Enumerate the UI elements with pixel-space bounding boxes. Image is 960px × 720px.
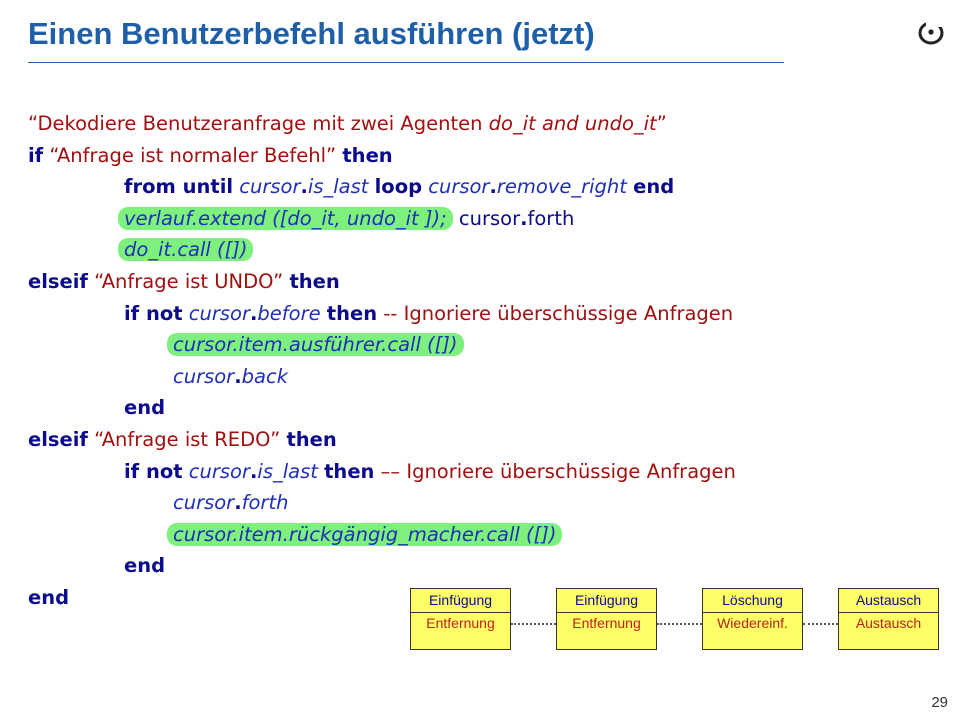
history-item: Löschung Wiedereinf. xyxy=(702,588,803,650)
code-line-1: “Dekodiere Benutzeranfrage mit zwei Agen… xyxy=(28,112,667,135)
slide-title-main: Einen Benutzerbefehl ausführen xyxy=(28,16,504,51)
history-link xyxy=(803,623,838,625)
code-line-6: elseif “Anfrage ist UNDO” then xyxy=(28,269,340,293)
highlight-history-extend: verlauf.extend ([do_it, undo_it ]); xyxy=(118,206,453,230)
highlight-do-it-call: do_it.call ([]) xyxy=(118,238,254,262)
page-number: 29 xyxy=(931,694,948,711)
eiffel-logo-icon xyxy=(918,20,944,45)
code-block: “Dekodiere Benutzeranfrage mit zwei Agen… xyxy=(28,108,948,614)
slide-title: Einen Benutzerbefehl ausführen (jetzt) xyxy=(28,16,595,52)
code-line-2: if “Anfrage ist normaler Befehl” then xyxy=(28,143,393,167)
code-line-7: if not cursor.before then -- Ignoriere ü… xyxy=(124,301,734,325)
highlight-executor-call: cursor.item.ausführer.call ([]) xyxy=(167,333,464,357)
code-line-12: if not cursor.is_last then –– Ignoriere … xyxy=(124,459,736,483)
history-link xyxy=(511,623,556,625)
history-item: Austausch Austausch xyxy=(838,588,939,650)
code-line-11: elseif “Anfrage ist REDO” then xyxy=(28,427,337,451)
history-link xyxy=(657,623,702,625)
slide-title-paren: (jetzt) xyxy=(512,16,595,51)
history-item: Einfügung Entfernung xyxy=(556,588,657,650)
code-line-8: cursor.item.ausführer.call ([]) xyxy=(28,329,948,361)
code-line-13: cursor.forth xyxy=(173,491,289,515)
code-line-10: end xyxy=(124,396,166,420)
code-line-14: cursor.item.rückgängig_macher.call ([]) xyxy=(28,519,948,551)
code-line-4: verlauf.extend ([do_it, undo_it ]); curs… xyxy=(28,203,948,235)
code-line-16: end xyxy=(28,585,70,609)
code-line-15: end xyxy=(124,554,166,578)
history-item: Einfügung Entfernung xyxy=(410,588,511,650)
title-underline xyxy=(28,62,784,63)
code-line-3: from until cursor.is_last loop cursor.re… xyxy=(124,175,675,199)
code-line-5: do_it.call ([]) xyxy=(28,234,948,266)
highlight-undoer-call: cursor.item.rückgängig_macher.call ([]) xyxy=(167,522,563,546)
code-line-9: cursor.back xyxy=(173,364,288,388)
